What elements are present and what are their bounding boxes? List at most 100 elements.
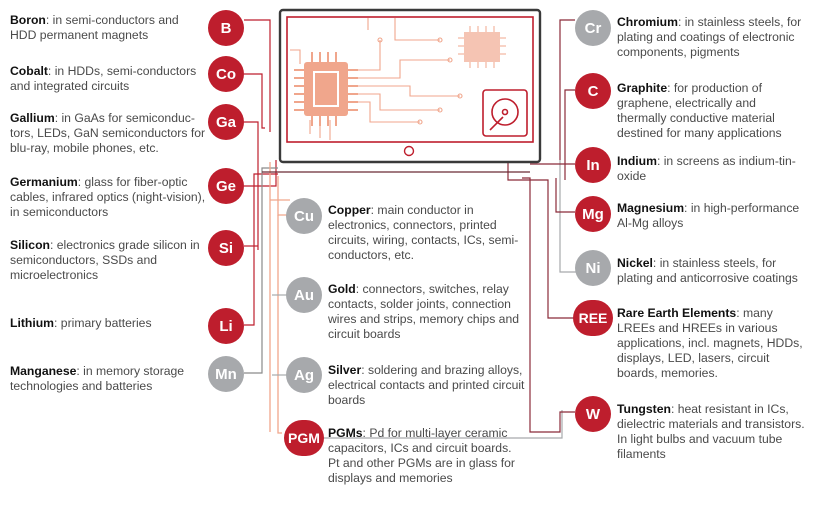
wire-gold-silver [277, 215, 282, 434]
element-name: Silver [328, 363, 362, 377]
element-name: Silicon [10, 238, 50, 252]
element-circle-ree[interactable]: REE [573, 300, 613, 336]
element-name: Rare Earth Elements [617, 306, 737, 320]
element-desc-manganese: Manganese: in memory storage technologie… [10, 364, 206, 394]
element-name: Boron [10, 13, 46, 27]
element-circle-lithium[interactable]: Li [208, 308, 244, 344]
element-text: : primary batteries [54, 316, 152, 330]
element-text: : main conductor in electronics, connect… [328, 203, 519, 262]
element-name: Magnesium [617, 201, 685, 215]
element-circle-indium[interactable]: In [575, 147, 611, 183]
element-circle-silicon[interactable]: Si [208, 230, 244, 266]
element-text: : in GaAs for semiconduc-tors, LEDs, GaN… [10, 111, 206, 155]
element-circle-magnesium[interactable]: Mg [575, 196, 611, 232]
element-name: Manganese [10, 364, 77, 378]
small-chip-icon [458, 26, 506, 68]
element-desc-chromium: Chromium: in stainless steels, for plati… [617, 15, 807, 60]
element-circle-boron[interactable]: B [208, 10, 244, 46]
element-symbol: Cu [294, 207, 314, 225]
microchip-icon [294, 52, 358, 126]
element-desc-tungsten: Tungsten: heat resistant in ICs, dielect… [617, 402, 807, 462]
element-text: : many LREEs and HREEs in various applic… [617, 306, 803, 380]
element-symbol: Au [294, 286, 314, 304]
element-circle-gold[interactable]: Au [286, 277, 322, 313]
element-symbol: Ni [585, 259, 601, 277]
wire-tungsten [522, 177, 575, 433]
element-desc-silicon: Silicon: electronics grade silicon in se… [10, 238, 206, 283]
element-symbol: B [220, 19, 232, 37]
element-circle-tungsten[interactable]: W [575, 396, 611, 432]
wire-magnesium [555, 178, 575, 213]
wire-pgm-right [320, 410, 563, 439]
element-symbol: Co [216, 65, 236, 83]
element-text: : in high-performance Al-Mg alloys [617, 201, 800, 230]
element-symbol: Mn [215, 365, 237, 383]
wire-gallium [244, 121, 259, 250]
wire-graphite [564, 89, 575, 180]
element-desc-graphite: Graphite: for production of graphene, el… [617, 81, 807, 141]
element-text: : in memory storage technologies and bat… [10, 364, 185, 393]
element-name: Gold [328, 282, 356, 296]
left-wires [244, 19, 278, 326]
wire-cobalt [244, 73, 265, 129]
element-circle-gallium[interactable]: Ga [208, 104, 244, 140]
element-text: : for production of graphene, electrical… [617, 81, 782, 140]
element-text: : in semi-conductors and HDD permanent m… [10, 13, 179, 42]
element-name: Cobalt [10, 64, 48, 78]
element-symbol: In [586, 156, 600, 174]
element-desc-indium: Indium: in screens as indium-tin-oxide [617, 154, 807, 184]
hard-drive-icon [482, 89, 528, 137]
element-name: Copper [328, 203, 371, 217]
element-name: Germanium [10, 175, 78, 189]
element-circle-manganese[interactable]: Mn [208, 356, 244, 392]
element-symbol: C [587, 82, 599, 100]
left-wires-gray [244, 167, 278, 374]
element-circle-pgm[interactable]: PGM [284, 420, 324, 456]
element-name: Tungsten [617, 402, 671, 416]
element-circle-copper[interactable]: Cu [286, 198, 322, 234]
wire-manganese [244, 167, 278, 374]
element-symbol: Ag [294, 366, 314, 384]
element-circle-graphite[interactable]: C [575, 73, 611, 109]
right-wires [507, 19, 575, 433]
element-desc-cobalt: Cobalt: in HDDs, semi-conductors and int… [10, 64, 206, 94]
element-text: : connectors, switches, relay contacts, … [328, 282, 520, 341]
element-circle-nickel[interactable]: Ni [575, 250, 611, 286]
element-circle-cobalt[interactable]: Co [208, 56, 244, 92]
wire-boron [244, 19, 271, 132]
element-text: : in stainless steels, for plating and a… [617, 256, 798, 285]
element-desc-ree: Rare Earth Elements: many LREEs and HREE… [617, 306, 807, 381]
element-circle-chromium[interactable]: Cr [575, 10, 611, 46]
wire-germanium [244, 160, 277, 187]
element-name: PGMs [328, 426, 363, 440]
element-symbol: Si [218, 239, 234, 257]
element-symbol: Ga [215, 113, 236, 131]
element-desc-gallium: Gallium: in GaAs for semiconduc-tors, LE… [10, 111, 206, 156]
element-symbol: Cr [584, 19, 602, 37]
element-desc-lithium: Lithium: primary batteries [10, 316, 206, 331]
element-symbol: Li [219, 317, 233, 335]
element-desc-boron: Boron: in semi-conductors and HDD perman… [10, 13, 206, 43]
element-text: : heat resistant in ICs, dielectric mate… [617, 402, 805, 461]
element-name: Indium [617, 154, 657, 168]
element-desc-magnesium: Magnesium: in high-performance Al-Mg all… [617, 201, 807, 231]
element-symbol: REE [578, 310, 608, 326]
element-symbol: Ge [215, 177, 236, 195]
element-name: Graphite [617, 81, 668, 95]
element-desc-nickel: Nickel: in stainless steels, for plating… [617, 256, 807, 286]
element-text: : soldering and brazing alloys, electric… [328, 363, 525, 407]
element-desc-gold: Gold: connectors, switches, relay contac… [328, 282, 528, 342]
element-circle-germanium[interactable]: Ge [208, 168, 244, 204]
element-desc-silver: Silver: soldering and brazing alloys, el… [328, 363, 528, 408]
element-text: : in screens as indium-tin-oxide [617, 154, 796, 183]
element-text: : electronics grade silicon in semicondu… [10, 238, 200, 282]
element-circle-silver[interactable]: Ag [286, 357, 322, 393]
element-symbol: PGM [288, 430, 320, 446]
element-name: Gallium [10, 111, 55, 125]
element-desc-germanium: Germanium: glass for fiber-optic cables,… [10, 175, 206, 220]
wire-ree [507, 138, 575, 319]
element-symbol: W [585, 405, 601, 423]
element-text: : glass for fiber-optic cables, infrared… [10, 175, 206, 219]
element-name: Lithium [10, 316, 55, 330]
